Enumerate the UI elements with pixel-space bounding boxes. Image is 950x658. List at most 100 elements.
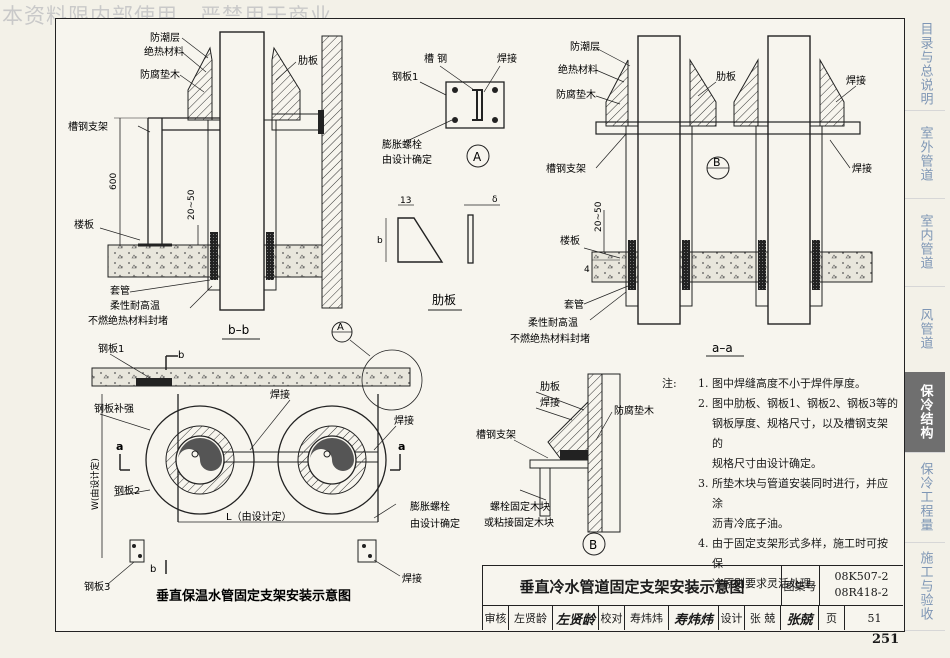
bb-label-wood-block: 防腐垫木 <box>140 68 180 81</box>
b-label-bolt-block-1: 螺栓固定木块 <box>490 500 550 513</box>
aa-label-seal-2: 不燃绝热材料封堵 <box>510 332 590 345</box>
aa-detail-tag: B <box>713 156 721 169</box>
bb-label-seal-1: 柔性耐高温 <box>110 299 160 312</box>
detail-b: B 肋板 焊接 防腐垫木 槽钢支架 螺栓固定木块 或粘接固定木块 <box>476 373 654 556</box>
plan-label-weld-right: 焊接 <box>394 414 414 427</box>
plan-sec-b-top: b <box>178 350 184 361</box>
note-2-num: 2. <box>698 397 709 410</box>
reviewer-name: 左贤龄 <box>509 606 553 630</box>
note-2-line-2: 钢板厚度、规格尺寸，以及槽钢支架的 <box>712 417 888 450</box>
plan-caption: 垂直保温水管固定支架安装示意图 <box>156 588 351 604</box>
note-3-num: 3. <box>698 477 709 490</box>
aa-label-wood-block: 防腐垫木 <box>556 88 596 101</box>
plan-label-bolt: 膨胀螺栓 <box>410 500 450 513</box>
tab-construction-acceptance[interactable]: 施工与验收 <box>905 542 945 631</box>
designer-signature: 张兢 <box>781 606 819 630</box>
tab-contents[interactable]: 目录与总说明 <box>905 18 945 111</box>
plan-label-plate2: 钢板2 <box>114 484 140 497</box>
notes-lead: 注: <box>662 377 677 390</box>
side-tabs: 目录与总说明 室外管道 室内管道 风管道 保冷结构 保冷工程量 施工与验收 <box>905 18 945 631</box>
b-label-weld: 焊接 <box>540 396 560 409</box>
b-label-wood-block: 防腐垫木 <box>614 404 654 417</box>
check-label: 校对 <box>599 606 625 630</box>
bb-label-seal-2: 不燃绝热材料封堵 <box>88 314 168 327</box>
plan-sec-a-right: a <box>398 440 405 453</box>
plan-label-weld: 焊接 <box>270 388 290 401</box>
a-label-by-design: 由设计确定 <box>382 153 432 166</box>
a-label-bolt: 膨胀螺栓 <box>382 138 422 151</box>
bb-label-insulation: 绝热材料 <box>144 45 184 58</box>
a-label-channel: 槽 钢 <box>424 52 447 65</box>
aa-label-floor: 楼板 <box>560 234 580 247</box>
title-block-title: 垂直冷水管道固定支架安装示意图 <box>483 566 782 606</box>
plan-label-weld-bottom: 焊接 <box>402 572 422 585</box>
aa-label-insulation: 绝热材料 <box>558 63 598 76</box>
bb-label-floor: 楼板 <box>74 218 94 231</box>
tab-indoor-pipes[interactable]: 室内管道 <box>905 198 945 287</box>
rib-caption: 肋板 <box>432 292 456 307</box>
plan-dim-l: L（由设计定） <box>226 510 292 523</box>
atlas-code-1: 08K507-2 <box>834 570 889 583</box>
note-4-num: 4. <box>698 537 709 550</box>
a-label-weld: 焊接 <box>497 52 517 65</box>
aa-caption: a–a <box>712 341 733 355</box>
bb-dim-600: 600 <box>109 173 119 190</box>
title-block: 垂直冷水管道固定支架安装示意图 图集号 08K507-2 08R418-2 审核… <box>482 565 903 630</box>
note-3-line-2: 沥青冷底子油。 <box>712 517 789 530</box>
plan-dim-w: W(由设计定) <box>89 458 101 510</box>
atlas-code-2: 08R418-2 <box>834 586 889 599</box>
designer-name: 张 兢 <box>745 606 781 630</box>
aa-label-seal-1: 柔性耐高温 <box>528 316 578 329</box>
a-label-plate1: 钢板1 <box>392 70 418 83</box>
tab-cold-insulation-quantity[interactable]: 保冷工程量 <box>905 452 945 543</box>
aa-label-weld-2: 焊接 <box>852 162 872 175</box>
note-3-line-1: 所垫木块与管道安装同时进行，并应涂 <box>712 477 888 510</box>
bb-label-rib-plate: 肋板 <box>298 54 318 67</box>
rib-plate-detail: 13 b δ 肋板 <box>377 195 500 311</box>
checker-name: 寿炜炜 <box>625 606 669 630</box>
note-2-line-1: 图中肋板、钢板1、钢板2、钢板3等的 <box>712 397 898 410</box>
note-4-line-2: 冷原则要求灵活处理。 <box>712 577 822 590</box>
bb-label-channel-bracket: 槽钢支架 <box>68 120 108 133</box>
plan-sec-a-left: a <box>116 440 123 453</box>
design-label: 设计 <box>719 606 745 630</box>
bb-dim-20-50: 20~50 <box>187 189 197 220</box>
aa-label-channel-bracket: 槽钢支架 <box>546 162 586 175</box>
section-aa: 防潮层 绝热材料 防腐垫木 肋板 焊接 槽钢支架 焊接 B 20~50 楼板 4… <box>510 35 873 357</box>
rib-dim-b: b <box>377 236 383 246</box>
plan-view: A 钢板1 b 钢板补强 焊接 焊接 a a 钢板2 W(由设计定) L（由设计… <box>84 321 460 604</box>
note-2-line-3: 规格尺寸由设计确定。 <box>712 457 822 470</box>
b-label-bolt-block-2: 或粘接固定木块 <box>484 516 554 529</box>
tab-outdoor-pipes[interactable]: 室外管道 <box>905 110 945 199</box>
atlas-label: 图集号 <box>781 566 820 606</box>
tab-cold-insulation-structure[interactable]: 保冷结构 <box>905 372 945 453</box>
reviewer-signature: 左贤龄 <box>553 606 599 630</box>
note-1-line-1: 图中焊缝高度不小于焊件厚度。 <box>712 377 866 390</box>
checker-signature: 寿炜炜 <box>669 606 719 630</box>
rib-dim-delta: δ <box>492 195 498 205</box>
b-tag: B <box>589 538 597 552</box>
plan-label-plate-reinforce: 钢板补强 <box>94 402 134 415</box>
aa-label-rib-plate: 肋板 <box>716 70 736 83</box>
bb-label-moisture: 防潮层 <box>150 31 180 44</box>
bb-caption: b–b <box>228 323 249 337</box>
notes: 注: 1. 图中焊缝高度不小于焊件厚度。 2.图中肋板、钢板1、钢板2、钢板3等… <box>662 374 898 594</box>
plan-label-plate3: 钢板3 <box>84 580 110 593</box>
aa-label-weld: 焊接 <box>846 74 866 87</box>
aa-dim-20-50: 20~50 <box>594 201 604 232</box>
detail-a: 槽 钢 焊接 钢板1 膨胀螺栓 由设计确定 A <box>382 52 517 168</box>
aa-label-moisture: 防潮层 <box>570 40 600 53</box>
note-4-line-1: 由于固定支架形式多样，施工时可按保 <box>712 537 888 570</box>
review-label: 审核 <box>483 606 509 630</box>
aa-label-sleeve: 套管 <box>564 298 584 311</box>
page-label: 页 <box>819 606 845 630</box>
sheet-page-number: 51 <box>867 611 882 625</box>
tab-air-ducts[interactable]: 风管道 <box>905 286 945 373</box>
note-1-num: 1. <box>698 377 709 390</box>
book-page-number: 251 <box>872 632 900 647</box>
bb-label-sleeve: 套管 <box>110 284 130 297</box>
rib-dim-13: 13 <box>400 196 411 206</box>
plan-label-plate1: 钢板1 <box>98 342 124 355</box>
b-label-channel-bracket: 槽钢支架 <box>476 428 516 441</box>
